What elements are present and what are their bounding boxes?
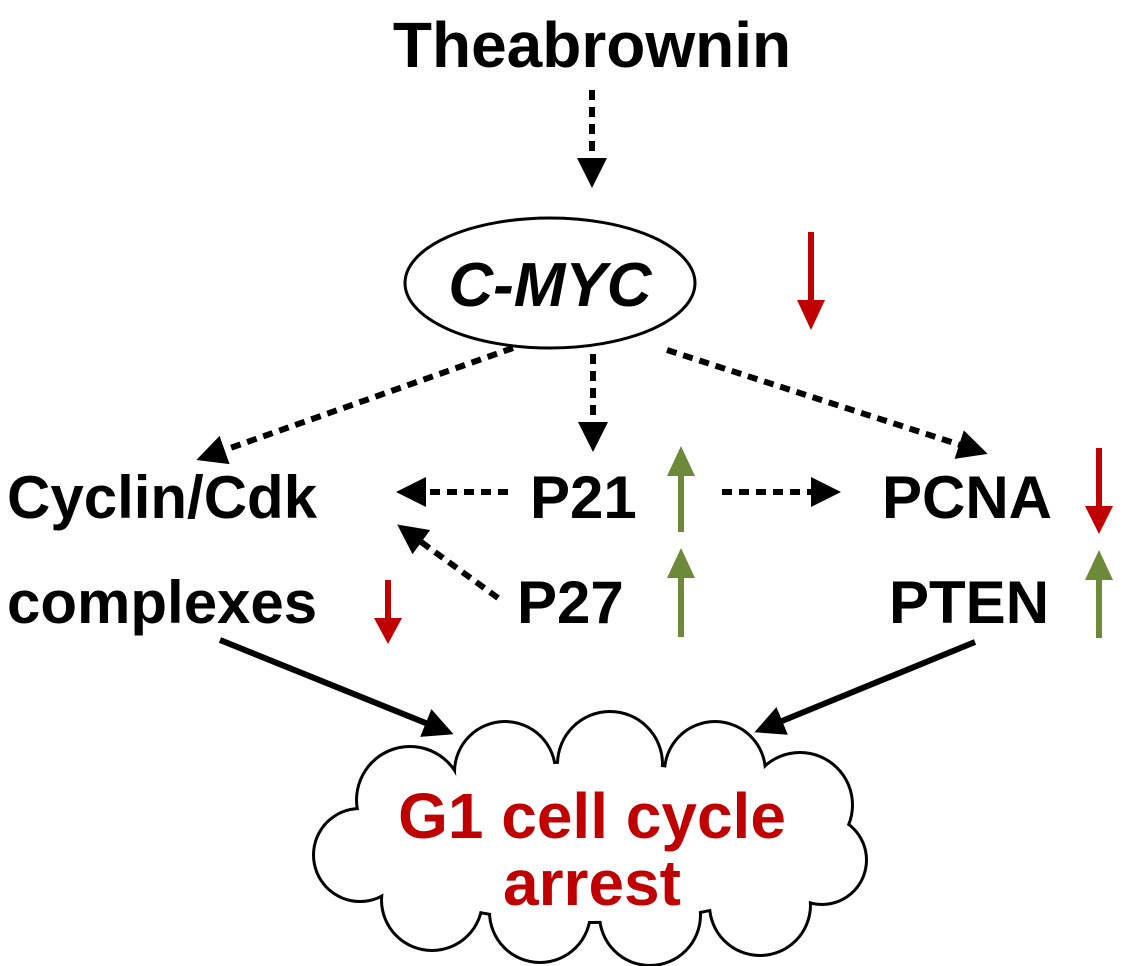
arrow-cmyc-to-pcna: [666, 347, 988, 459]
cloud-shape: [312, 710, 868, 966]
pten-label: PTEN: [889, 569, 1049, 636]
pten-up-arrow-icon: [1085, 550, 1113, 638]
p27-up-arrow-icon: [667, 548, 695, 637]
cmyc-down-arrow-icon: [797, 232, 825, 330]
pcna-label: PCNA: [882, 464, 1052, 531]
arrow-cmyc-to-cyclin: [196, 345, 515, 465]
p21-up-arrow-icon: [667, 446, 695, 532]
pcna-down-arrow-icon: [1085, 448, 1113, 534]
arrest-line1-label: G1 cell cycle: [398, 780, 786, 852]
cmyc-label: C-MYC: [448, 251, 652, 320]
arrow-p27-to-cyclin: [397, 524, 500, 601]
p21-label: P21: [530, 464, 637, 531]
arrow-pten-to-arrest: [754, 639, 977, 735]
cyclin-cdk-label: Cyclin/Cdk: [7, 464, 318, 531]
arrest-line2-label: arrest: [503, 847, 681, 919]
cmyc-node: C-MYC: [403, 216, 697, 350]
cyclin-down-arrow-icon: [374, 580, 402, 644]
complexes-label: complexes: [7, 569, 317, 636]
p27-label: P27: [517, 569, 624, 636]
arrow-cyclin-to-arrest: [218, 637, 454, 737]
theabrownin-label: Theabrownin: [393, 9, 791, 81]
